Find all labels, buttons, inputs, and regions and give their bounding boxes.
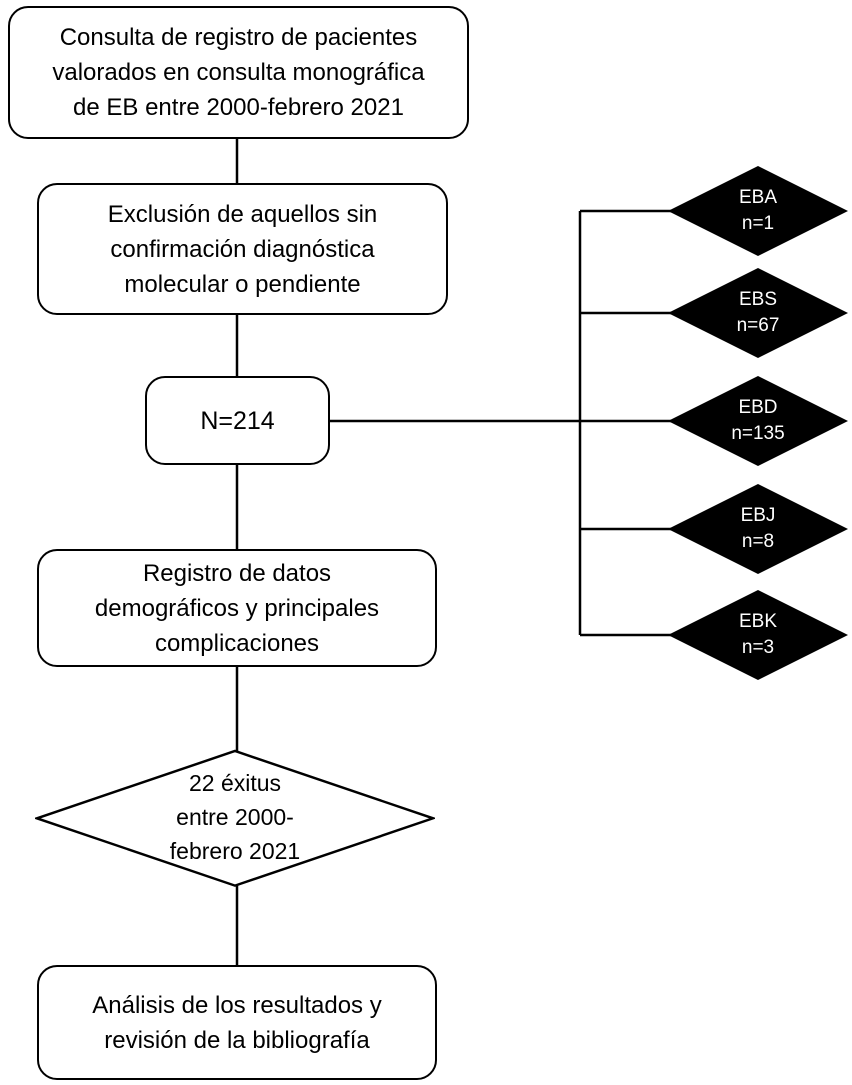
subtype-count: n=135 (731, 423, 785, 444)
subtype-label: EBS (738, 289, 778, 310)
node-exclusion-text: Exclusión de aquellos sin confirmación d… (107, 200, 378, 298)
diamond-shape (668, 376, 848, 466)
subtype-label: EBJ (740, 505, 776, 526)
diamond-shape (668, 166, 848, 256)
subtype-label: EBA (738, 187, 778, 208)
subtype-diamond-ebs: EBS n=67 (668, 268, 848, 358)
node-exitus-text: 22 éxitus entre 2000- febrero 2021 (169, 770, 301, 864)
node-exitus-diamond: 22 éxitus entre 2000- febrero 2021 (35, 749, 435, 887)
diamond-shape (668, 484, 848, 574)
node-analisis-text: Análisis de los resultados y revisión de… (92, 991, 382, 1054)
subtype-label: EBK (738, 611, 778, 632)
node-consulta-text: Consulta de registro de pacientes valora… (52, 24, 425, 121)
node-n-total: N=214 (145, 376, 330, 465)
subtype-diamond-ebk: EBK n=3 (668, 590, 848, 680)
subtype-count: n=8 (741, 531, 775, 552)
subtype-diamond-ebj: EBJ n=8 (668, 484, 848, 574)
subtype-count: n=67 (736, 315, 780, 336)
diamond-shape (668, 268, 848, 358)
exitus-diamond-shape (35, 749, 435, 887)
diamond-shape (668, 590, 848, 680)
node-n-total-text: N=214 (200, 406, 275, 435)
subtype-count: n=3 (741, 637, 775, 658)
node-consulta-registro: Consulta de registro de pacientes valora… (8, 6, 469, 139)
node-registro-datos-text: Registro de datos demográficos y princip… (94, 559, 380, 657)
subtype-diamond-ebd: EBD n=135 (668, 376, 848, 466)
subtype-count: n=1 (741, 213, 775, 234)
subtype-diamond-eba: EBA n=1 (668, 166, 848, 256)
node-exclusion: Exclusión de aquellos sin confirmación d… (37, 183, 448, 315)
subtype-label: EBD (738, 397, 778, 418)
node-registro-datos: Registro de datos demográficos y princip… (37, 549, 437, 667)
node-analisis: Análisis de los resultados y revisión de… (37, 965, 437, 1080)
